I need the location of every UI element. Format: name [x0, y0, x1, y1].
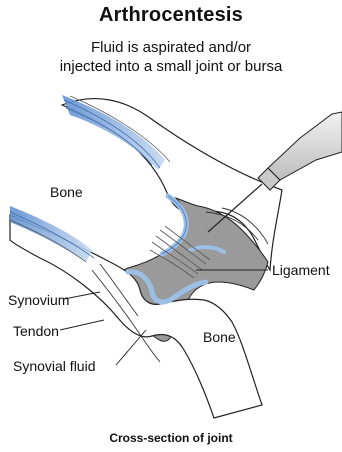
- label-bone-upper: Bone: [50, 184, 83, 200]
- label-tendon: Tendon: [13, 323, 59, 339]
- diagram-caption: Cross-section of joint: [0, 431, 342, 445]
- label-synovial-fluid: Synovial fluid: [13, 358, 96, 374]
- label-bone-lower: Bone: [203, 329, 236, 345]
- label-ligament: Ligament: [272, 262, 330, 278]
- label-synovium: Synovium: [8, 292, 69, 308]
